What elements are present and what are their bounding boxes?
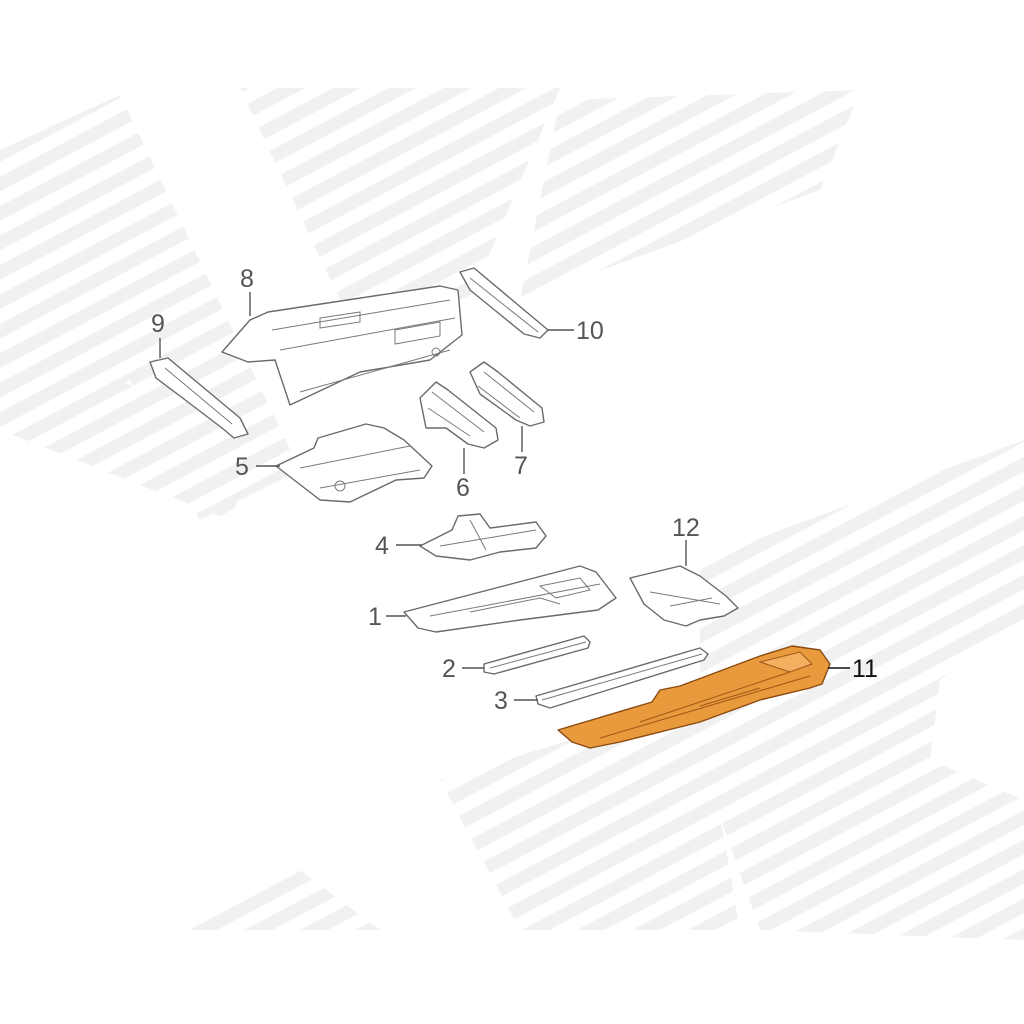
part-1-drawing	[403, 565, 617, 633]
part-5-drawing	[275, 423, 433, 503]
callout-8: 8	[240, 265, 254, 293]
part-2-drawing	[483, 635, 591, 675]
part-12-drawing	[629, 565, 739, 627]
callout-4: 4	[375, 532, 389, 560]
callout-2: 2	[442, 655, 456, 683]
callout-1: 1	[368, 603, 382, 631]
leader-lines	[159, 292, 850, 701]
callout-6: 6	[456, 474, 470, 502]
part-6-drawing	[419, 381, 499, 449]
part-11-drawing	[557, 645, 831, 749]
watermark	[0, 88, 1024, 940]
callout-11: 11	[852, 655, 878, 683]
callout-5: 5	[235, 453, 249, 481]
part-9-drawing	[149, 357, 249, 439]
callout-9: 9	[151, 310, 165, 338]
part-10-drawing	[459, 267, 549, 339]
callouts: 8 9 10 5 6 7 4 12 1 2 3 11	[151, 265, 878, 715]
part-3-drawing	[535, 647, 709, 709]
part-7-drawing	[469, 361, 545, 427]
callout-10: 10	[576, 317, 604, 345]
callout-12: 12	[672, 514, 700, 542]
callout-3: 3	[494, 687, 508, 715]
part-4-drawing	[419, 513, 547, 561]
part-8-drawing	[221, 285, 463, 406]
callout-7: 7	[514, 452, 528, 480]
